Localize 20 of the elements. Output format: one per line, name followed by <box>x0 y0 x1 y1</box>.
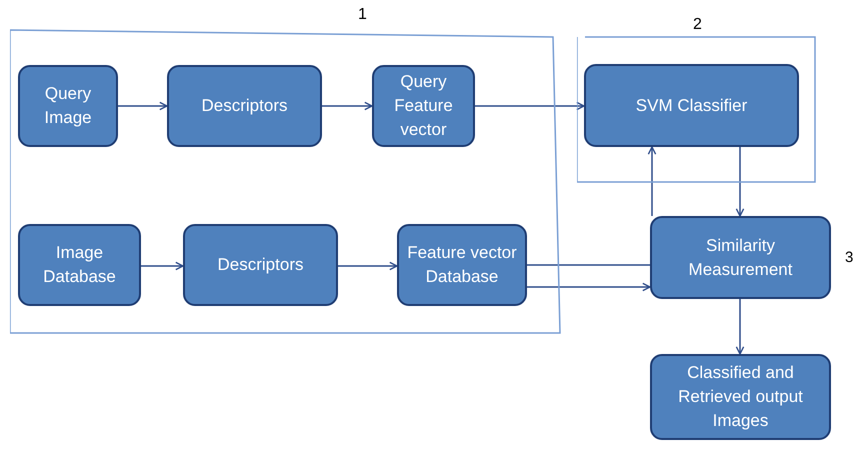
process-box: Classified and Retrieved output Images <box>650 354 831 440</box>
arrow <box>118 102 168 110</box>
process-box: Feature vector Database <box>397 224 527 306</box>
process-box: Query Feature vector <box>372 65 475 147</box>
region-number: 1 <box>358 5 367 25</box>
arrow <box>736 147 744 217</box>
process-box: Descriptors <box>167 65 322 147</box>
arrow <box>338 262 398 270</box>
process-box: Image Database <box>18 224 141 306</box>
arrow <box>736 299 744 355</box>
region-number: 3 <box>845 248 854 268</box>
process-box: Query Image <box>18 65 118 147</box>
arrow <box>648 146 656 216</box>
arrow <box>322 102 373 110</box>
arrow <box>141 262 184 270</box>
process-box: SVM Classifier <box>584 64 799 147</box>
arrow <box>527 282 651 292</box>
arrow <box>475 102 585 110</box>
process-box: Descriptors <box>183 224 338 306</box>
region-number: 2 <box>693 15 702 35</box>
